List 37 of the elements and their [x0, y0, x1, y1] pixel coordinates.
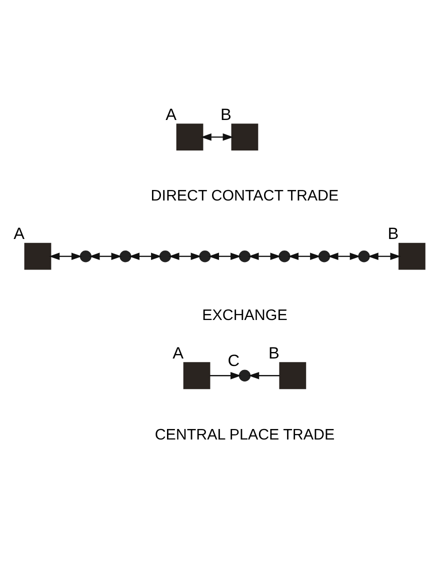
arrow — [200, 132, 234, 140]
node-box — [279, 362, 306, 389]
arrow — [288, 252, 321, 260]
label: CENTRAL PLACE TRADE — [154, 426, 335, 443]
arrow — [128, 252, 162, 260]
arrow — [210, 371, 242, 379]
node-label: A — [172, 344, 184, 362]
arrow — [248, 371, 280, 379]
node-circle — [120, 250, 132, 262]
node-circle — [80, 250, 92, 262]
node-label: C — [228, 351, 240, 370]
node-label: B — [388, 224, 399, 243]
node-circle — [199, 250, 211, 262]
node-circle — [238, 369, 251, 381]
arrow — [49, 252, 82, 260]
arrow — [368, 252, 401, 260]
node-circle — [238, 250, 251, 262]
node-circle — [159, 250, 172, 262]
arrow — [168, 252, 202, 260]
node-label: B — [220, 105, 232, 124]
node-circle — [278, 250, 290, 262]
arrow — [208, 252, 242, 260]
arrow — [89, 252, 122, 260]
node-circle — [358, 250, 370, 262]
arrow — [248, 252, 281, 260]
node-label: B — [268, 344, 280, 362]
node-box — [398, 242, 426, 270]
node-box — [183, 362, 210, 389]
node-box — [176, 123, 204, 150]
node-label: A — [166, 105, 177, 124]
node-circle — [318, 250, 330, 262]
node-box — [231, 123, 258, 150]
arrow — [328, 252, 360, 260]
label: EXCHANGE — [202, 306, 288, 324]
node-box — [24, 242, 52, 270]
node-label: A — [14, 224, 24, 243]
label: DIRECT CONTACT TRADE — [150, 187, 339, 204]
